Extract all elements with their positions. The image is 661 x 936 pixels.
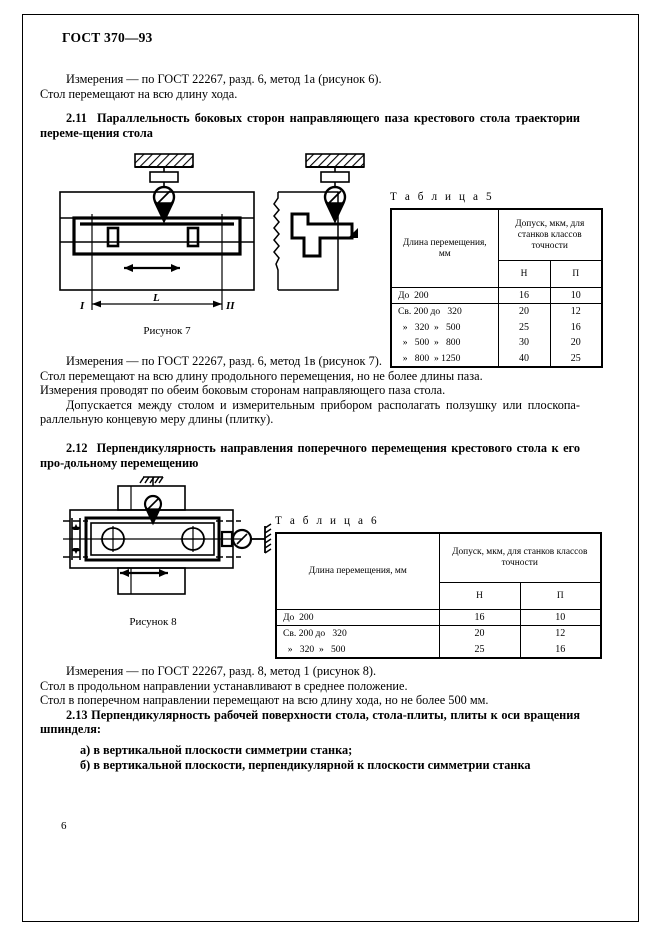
- table-5-container: Т а б л и ц а 5 Длина перемещения, мм До…: [390, 191, 603, 369]
- table-6-header-col1: Длина перемещения, мм: [275, 532, 440, 610]
- figure-8-caption: Рисунок 8: [129, 616, 177, 628]
- table-6-row-1-range: Св. 200 до 320: [275, 625, 440, 642]
- after-fig7-line-3: Измерения проводят по обеим боковым стор…: [40, 383, 446, 398]
- table-6-row-2-n: 25: [438, 641, 521, 659]
- section-2-11-number: 2.11: [66, 111, 87, 126]
- page-content: ГОСТ 370—93 Измерения — по ГОСТ 22267, р…: [40, 30, 620, 140]
- table-6: Длина перемещения, мм Допуск, мкм, для с…: [275, 532, 603, 660]
- section-2-13-item-a: а) в вертикальной плоскости симметрии ст…: [80, 742, 353, 757]
- section-2-11-title: 2.11 Параллельность боковых сторон напра…: [40, 111, 580, 140]
- figure-7-drawing: I II L: [59, 153, 365, 312]
- page-frame: [22, 14, 639, 922]
- table-5-row-1-range: Св. 200 до 320: [390, 303, 499, 320]
- section-2-13-item-b: б) в вертикальной плоскости, перпендикул…: [80, 757, 531, 772]
- page-number: 6: [61, 820, 67, 832]
- section-2-11-text: Параллельность боковых сторон направляющ…: [40, 111, 580, 140]
- table-6-row-0-p: 10: [519, 608, 602, 627]
- table-5-row-0-n: 16: [497, 286, 551, 305]
- after-fig7-line-1: Измерения — по ГОСТ 22267, разд. 6, мето…: [66, 354, 382, 368]
- table-5-row-2-range: » 320 » 500: [390, 319, 499, 336]
- section-2-12-title: 2.12 Перпендикулярность направления попе…: [40, 441, 580, 470]
- figure-7: I II L Рис: [52, 152, 392, 337]
- figure-7-label-left: I: [79, 300, 85, 312]
- after-figure-8-text: Измерения — по ГОСТ 22267, разд. 8, мето…: [40, 664, 620, 772]
- table-5-subheader-n: Н: [497, 260, 551, 288]
- table-5-row-3-n: 30: [497, 335, 551, 351]
- intro-line-1: Измерения — по ГОСТ 22267, разд. 6, мето…: [66, 72, 382, 86]
- figure-8: Рисунок 8: [58, 472, 283, 628]
- figure-7-label-right: II: [225, 300, 235, 312]
- after-fig7-line-2: Стол перемещают на всю длину продольного…: [40, 368, 483, 383]
- table-6-row-1-n: 20: [438, 625, 521, 642]
- table-5-row-1-n: 20: [497, 303, 551, 320]
- table-6-subheader-n: Н: [438, 582, 521, 610]
- table-6-row-0-range: До 200: [275, 608, 440, 627]
- after-fig8-line-3: Стол в поперечном направлении перемещают…: [40, 693, 489, 708]
- table-5-header-col2: Допуск, мкм, для станков классов точност…: [497, 208, 603, 261]
- after-fig7-line-4: Допускается между столом и измерительным…: [40, 397, 580, 427]
- section-2-12-text: Перпендикулярность направления поперечно…: [40, 440, 580, 470]
- table-5-row-4-p: 25: [549, 350, 603, 368]
- table-5-row-0-range: До 200: [390, 286, 499, 305]
- after-fig8-line-1: Измерения — по ГОСТ 22267, разд. 8, мето…: [66, 664, 377, 678]
- table-5-row-2-p: 16: [549, 319, 603, 336]
- table-5-row-1-p: 12: [549, 303, 603, 320]
- after-fig8-line-2: Стол в продольном направлении устанавлив…: [40, 678, 408, 693]
- section-2-13-text: Перпендикулярность рабочей поверхности с…: [40, 707, 580, 737]
- table-5-header-col1: Длина перемещения, мм: [390, 208, 499, 288]
- table-5: Длина перемещения, мм Допуск, мкм, для с…: [390, 208, 603, 369]
- table-6-caption: Т а б л и ц а 6: [275, 515, 380, 527]
- table-5-subheader-p: П: [549, 260, 603, 288]
- table-6-container: Т а б л и ц а 6 Длина перемещения, мм До…: [275, 515, 603, 660]
- table-5-row-4-range: » 800 » 1250: [390, 350, 499, 368]
- section-2-12-number: 2.12: [66, 440, 88, 455]
- table-6-row-2-range: » 320 » 500: [275, 641, 440, 659]
- table-6-row-0-n: 16: [438, 608, 521, 627]
- table-6-header-col2: Допуск, мкм, для станков классов точност…: [438, 532, 602, 583]
- table-6-row-2-p: 16: [519, 641, 602, 659]
- figure-7-caption: Рисунок 7: [143, 325, 191, 337]
- section-2-13-number: 2.13: [66, 707, 88, 722]
- table-5-caption: Т а б л и ц а 5: [390, 191, 495, 203]
- table-5-row-0-p: 10: [549, 286, 603, 305]
- table-6-row-1-p: 12: [519, 625, 602, 642]
- figure-8-drawing: [63, 476, 272, 595]
- intro-line-2: Стол перемещают на всю длину хода.: [40, 86, 238, 101]
- table-5-row-3-range: » 500 » 800: [390, 335, 499, 351]
- table-5-row-3-p: 20: [549, 335, 603, 351]
- section-2-13-title: 2.13 Перпендикулярность рабочей поверхно…: [40, 708, 580, 737]
- table-5-row-2-n: 25: [497, 319, 551, 336]
- after-figure-7-text: Измерения — по ГОСТ 22267, разд. 6, мето…: [40, 354, 620, 470]
- standard-header: ГОСТ 370—93: [62, 30, 153, 45]
- table-6-subheader-p: П: [519, 582, 602, 610]
- figure-7-label-length: L: [152, 292, 160, 304]
